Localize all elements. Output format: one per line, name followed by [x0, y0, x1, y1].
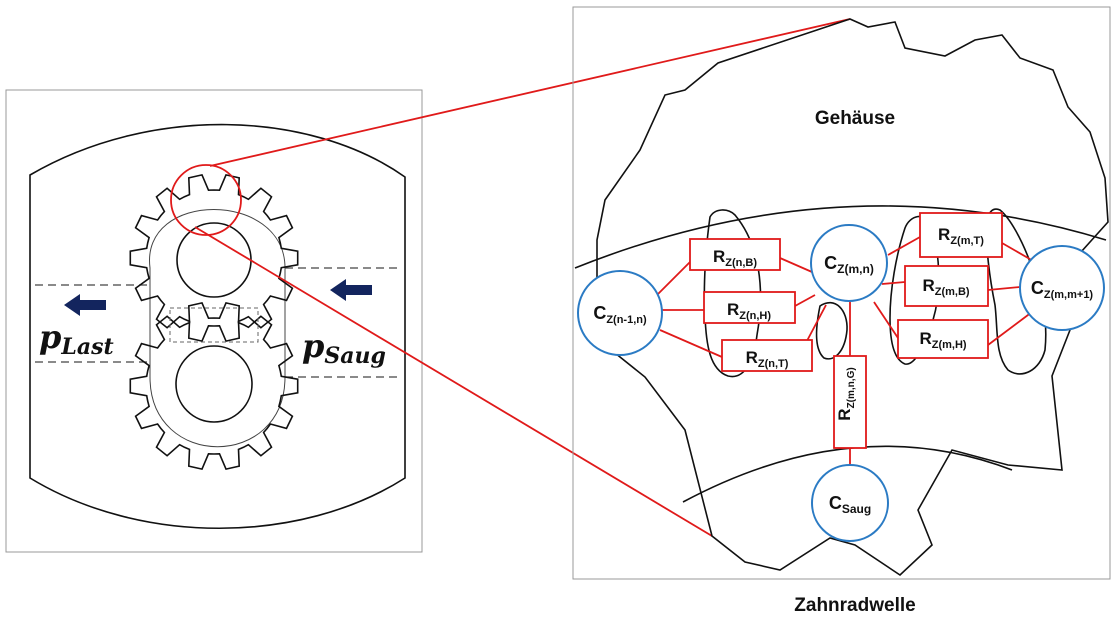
- wire: [1001, 242, 1036, 263]
- gear-chamber: [149, 209, 286, 448]
- svg-text:RZ(n,H): RZ(n,H): [727, 300, 771, 322]
- svg-text:CZ(n-1,n): CZ(n-1,n): [593, 303, 647, 326]
- node-c-saug: CSaug: [811, 464, 889, 542]
- p-last-label: pLast: [39, 318, 114, 360]
- lower-gear: [129, 301, 299, 471]
- zahnradwelle-label: Zahnradwelle: [794, 595, 915, 616]
- pump-overview-panel: pLast pSaug: [5, 89, 423, 553]
- gear-tooth-right: [985, 208, 1047, 375]
- zoom-connector-top: [209, 18, 851, 167]
- wire: [987, 311, 1033, 346]
- left-panel-frame: [5, 89, 423, 553]
- wire: [987, 286, 1021, 291]
- node-c-z-m-n: CZ(m,n): [810, 224, 888, 302]
- resistor-r-z-m-n-g: RZ(m,n,G): [833, 355, 867, 449]
- wire: [881, 281, 906, 285]
- rc-network: RZ(n,B) RZ(n,H) RZ(n,T) RZ(m,T) RZ(m,B) …: [577, 212, 1105, 542]
- wire: [794, 294, 816, 307]
- svg-text:RZ(m,n,G): RZ(m,n,G): [835, 367, 857, 420]
- gear-tooth-lower: [815, 301, 848, 360]
- mesh-zone: [169, 307, 259, 343]
- arrow-left-icon: [330, 279, 372, 301]
- shaft-top-arc: [574, 205, 1107, 269]
- lower-gear-bore: [175, 345, 253, 423]
- gehaeuse-label: Gehäuse: [815, 108, 895, 129]
- svg-text:CZ(m,m+1): CZ(m,m+1): [1031, 278, 1094, 301]
- wire: [873, 301, 899, 339]
- svg-text:RZ(m,B): RZ(m,B): [922, 276, 969, 298]
- svg-text:CSaug: CSaug: [829, 493, 871, 516]
- wire: [887, 236, 921, 256]
- resistor-r-z-n-t: RZ(n,T): [721, 339, 813, 372]
- svg-text:RZ(m,T): RZ(m,T): [938, 225, 984, 247]
- zoom-circle: [170, 164, 242, 236]
- resistor-r-z-m-b: RZ(m,B): [904, 265, 989, 307]
- node-c-z-m-m1: CZ(m,m+1): [1019, 245, 1105, 331]
- pump-housing-outline: [29, 123, 406, 529]
- upper-gear: [129, 173, 299, 343]
- wire: [659, 329, 723, 358]
- node-c-z-n1-n: CZ(n-1,n): [577, 270, 663, 356]
- svg-text:RZ(n,B): RZ(n,B): [713, 247, 757, 269]
- svg-text:RZ(m,H): RZ(m,H): [919, 329, 966, 351]
- p-saug-label: pSaug: [302, 327, 386, 369]
- wire: [779, 257, 813, 273]
- resistor-r-z-m-t: RZ(m,T): [919, 212, 1003, 258]
- arrow-left-icon: [64, 294, 106, 316]
- svg-text:CZ(m,n): CZ(m,n): [824, 253, 874, 276]
- housing-detail-outline: [596, 18, 1109, 577]
- svg-text:RZ(n,T): RZ(n,T): [746, 348, 789, 370]
- resistor-r-z-n-b: RZ(n,B): [689, 238, 781, 271]
- resistor-r-z-m-h: RZ(m,H): [897, 319, 989, 359]
- right-panel-frame: [572, 6, 1111, 580]
- resistor-r-z-n-h: RZ(n,H): [703, 291, 796, 324]
- zoom-connector-bottom: [194, 226, 713, 537]
